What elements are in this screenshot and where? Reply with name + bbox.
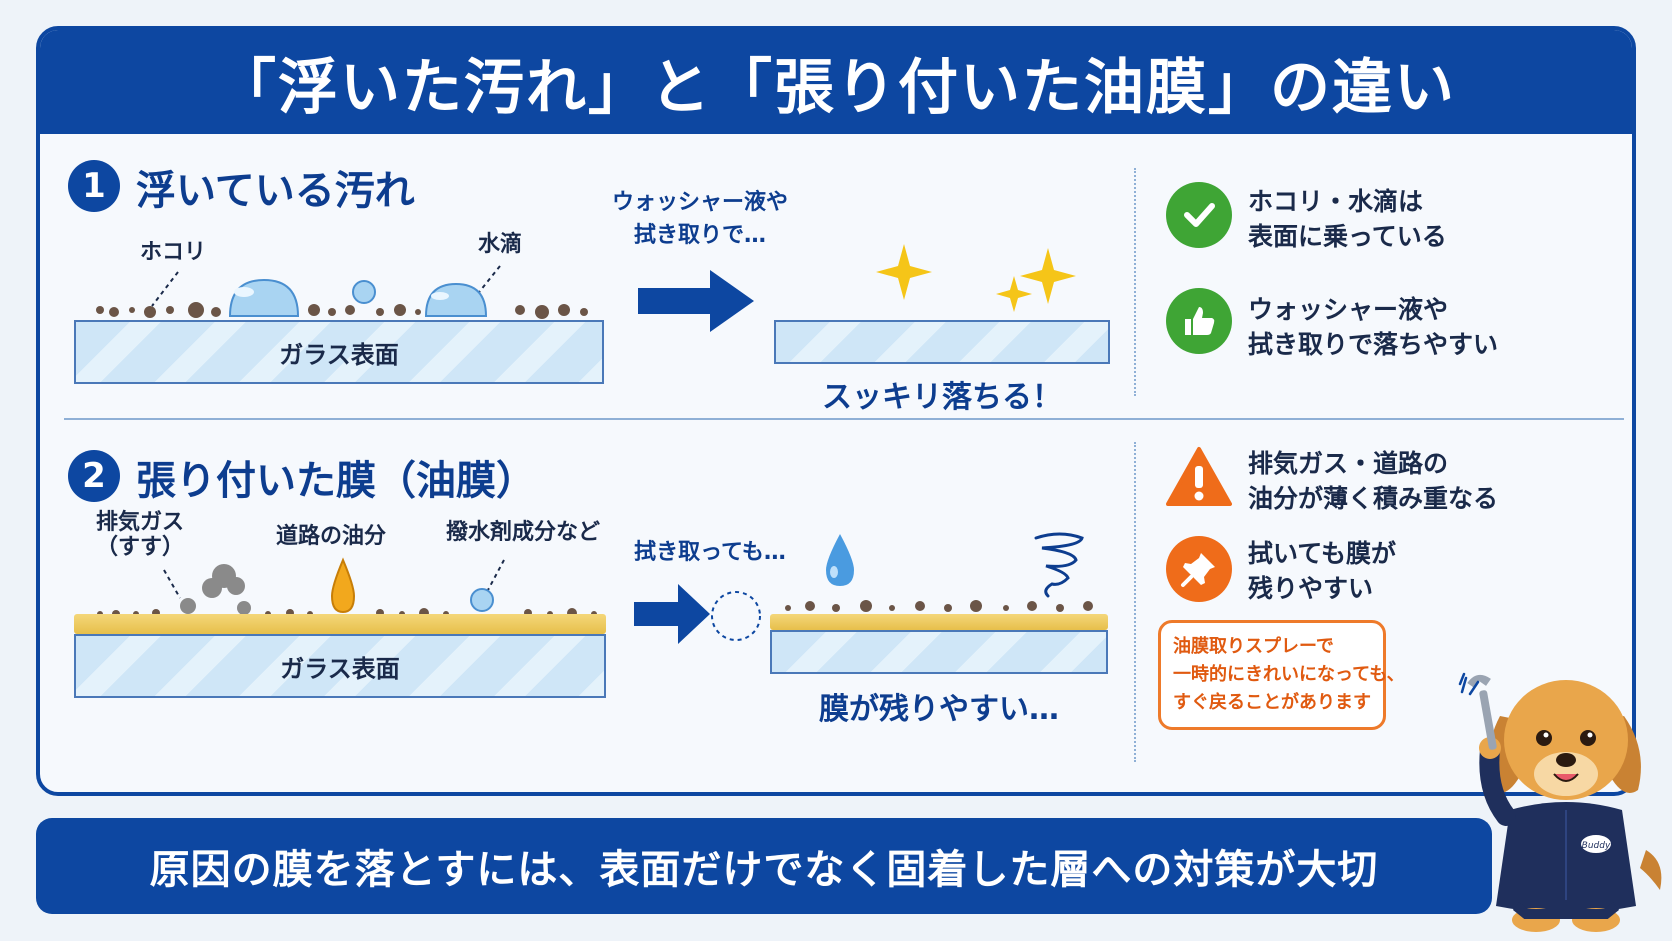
point-1-1-line2: 表面に乗っている xyxy=(1248,222,1447,251)
note-line1: 油膜取りスプレーで xyxy=(1173,636,1334,657)
surface-dirt-illustration xyxy=(96,265,588,319)
section1-number: 1 xyxy=(68,160,120,212)
point-1-2: ウォッシャー液や 拭き取りで落ちやすい xyxy=(1248,292,1498,362)
section2-title: 張り付いた膜（油膜） xyxy=(136,458,536,504)
water-drop-large xyxy=(228,278,300,317)
thumbs-up-icon xyxy=(1166,288,1232,354)
soot-cloud xyxy=(180,564,251,615)
check-icon xyxy=(1166,182,1232,248)
action-text-2: 拭き取っても… xyxy=(634,540,786,565)
glass-residue xyxy=(770,630,1108,674)
dog-tail xyxy=(1640,850,1662,890)
oil-drop xyxy=(330,557,356,614)
dog-nose xyxy=(1556,753,1576,767)
dust-pointer xyxy=(151,271,179,307)
point-1-1: ホコリ・水滴は 表面に乗っている xyxy=(1248,184,1447,254)
note-line3: すぐ戻ることがあります xyxy=(1173,691,1371,713)
label-exhaust-line2: （すす） xyxy=(96,535,185,561)
exhaust-pointer xyxy=(163,569,181,599)
dog-mouth xyxy=(1553,773,1579,782)
dotted-circle xyxy=(711,591,761,641)
action-line-2: 拭き取りで… xyxy=(633,223,766,248)
glass-clean xyxy=(774,320,1110,364)
glass-surface-2: ガラス表面 xyxy=(74,634,606,698)
label-dust: ホコリ xyxy=(140,240,207,265)
section2-number: 2 xyxy=(68,450,120,502)
label-exhaust-line1: 排気ガス xyxy=(96,510,185,535)
section1-title: 浮いている汚れ xyxy=(136,168,415,214)
pushpin-icon xyxy=(1166,536,1232,602)
divider-horizontal xyxy=(64,418,1624,420)
result-clean: スッキリ落ちる！ xyxy=(822,380,1062,415)
repellent-drop xyxy=(470,588,494,612)
label-repellent: 撥水剤成分など xyxy=(446,520,601,545)
note-box: 油膜取りスプレーで 一時的にきれいになっても、 すぐ戻ることがあります xyxy=(1158,620,1405,730)
water-drop-icon xyxy=(826,534,854,586)
name-badge xyxy=(1579,833,1613,855)
main-frame: 「浮いた汚れ」と「張り付いた油膜」の違い 1 浮いている汚れ ホコリ 水滴 ガラ… xyxy=(36,26,1636,796)
page-title: 「浮いた汚れ」と「張り付いた油膜」の違い xyxy=(40,30,1632,134)
swirl-icon xyxy=(1034,532,1084,598)
repellent-pointer xyxy=(487,559,505,591)
action-line-1: ウォッシャー液や xyxy=(611,190,788,215)
point-1-2-line1: ウォッシャー液や xyxy=(1248,295,1449,324)
dog-eye-right xyxy=(1580,730,1596,746)
point-2-2: 拭いても膜が 残りやすい xyxy=(1248,536,1396,606)
point-2-1-line2: 油分が薄く積み重なる xyxy=(1248,484,1499,513)
oil-film-layer-1 xyxy=(74,614,606,634)
oil-film-layer-2 xyxy=(770,614,1108,630)
result-residue: 膜が残りやすい… xyxy=(819,692,1059,727)
glass-surface-1: ガラス表面 xyxy=(74,320,604,384)
water-drop-medium xyxy=(424,282,488,317)
arrow-right-icon-2 xyxy=(634,584,761,644)
water-pointer xyxy=(475,265,501,297)
divider-vertical-2 xyxy=(1134,442,1136,762)
label-road-oil: 道路の油分 xyxy=(276,524,387,549)
point-2-1-line1: 排気ガス・道路の xyxy=(1248,449,1449,478)
point-2-2-line1: 拭いても膜が xyxy=(1248,539,1397,568)
oil-film-illustration xyxy=(97,557,597,618)
residue-illustration xyxy=(785,600,1093,612)
emphasis-marks-icon xyxy=(1458,672,1480,696)
arrow-right-icon xyxy=(638,270,754,332)
point-1-1-line1: ホコリ・水滴は xyxy=(1248,187,1424,216)
footer-banner: 原因の膜を落とすには、表面だけでなく固着した層への対策が大切 xyxy=(36,818,1492,914)
point-2-2-line2: 残りやすい xyxy=(1248,574,1374,603)
point-2-1: 排気ガス・道路の 油分が薄く積み重なる xyxy=(1248,446,1498,516)
label-water: 水滴 xyxy=(478,232,523,257)
sparkle-icon xyxy=(876,244,1076,312)
note-line2: 一時的にきれいになっても、 xyxy=(1173,663,1405,685)
divider-vertical-1 xyxy=(1134,168,1136,396)
point-1-2-line2: 拭き取りで落ちやすい xyxy=(1248,330,1499,359)
label-exhaust: 排気ガス （すす） xyxy=(96,510,184,561)
wrench-icon xyxy=(1467,674,1497,750)
dust-particles xyxy=(96,302,588,319)
name-badge-text: Buddy xyxy=(1582,841,1611,851)
dog-eye-left xyxy=(1536,730,1552,746)
water-drop-small xyxy=(352,280,376,304)
dog-mascot: Buddy xyxy=(1467,674,1662,932)
warning-icon xyxy=(1166,444,1232,510)
action-text-1: ウォッシャー液や 拭き取りで… xyxy=(600,186,800,252)
